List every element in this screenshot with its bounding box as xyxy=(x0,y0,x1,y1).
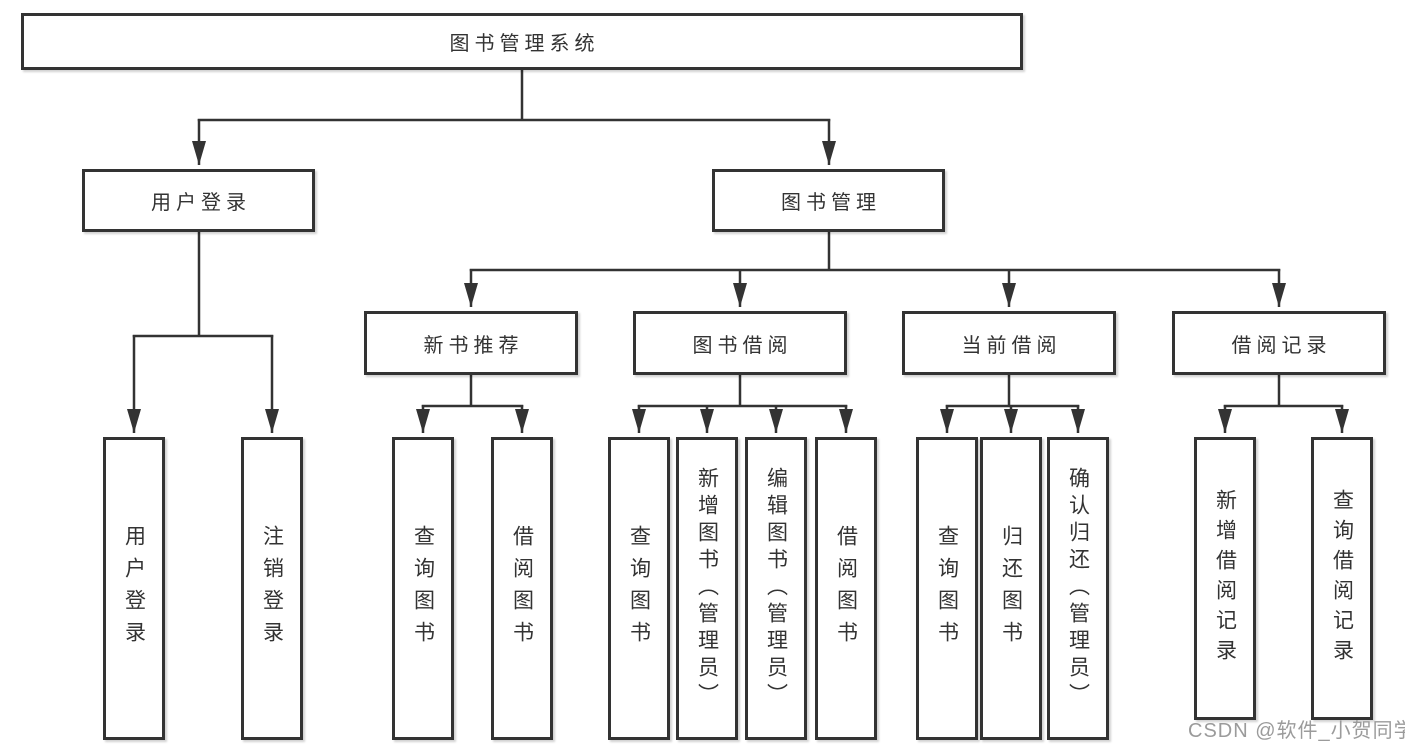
leaf-label: 确认归还（管理员） xyxy=(1066,467,1090,710)
leaf-label: 查询图书 xyxy=(627,524,651,653)
leaf-add-book-admin: 新增图书（管理员） xyxy=(676,437,738,740)
leaf-confirm-return-admin: 确认归还（管理员） xyxy=(1047,437,1109,740)
leaf-edit-book-admin: 编辑图书（管理员） xyxy=(745,437,807,740)
leaf-borrowing-query-book: 查询图书 xyxy=(608,437,670,740)
node-label: 图书管理系统 xyxy=(449,33,600,55)
node-label: 用户登录 xyxy=(151,192,251,214)
node-current-borrowing: 当前借阅 xyxy=(902,311,1116,375)
leaf-label: 新增图书（管理员） xyxy=(695,467,719,710)
leaf-label: 注销登录 xyxy=(260,524,284,653)
node-label: 借阅记录 xyxy=(1231,334,1332,357)
leaf-recommend-borrow-book: 借阅图书 xyxy=(491,437,553,740)
node-new-book-recommend: 新书推荐 xyxy=(364,311,578,375)
leaf-user-login: 用户登录 xyxy=(103,437,165,740)
node-label: 图书借阅 xyxy=(692,334,793,357)
csdn-watermark: CSDN @软件_小贺同学 xyxy=(1188,720,1405,742)
leaf-recommend-query-book: 查询图书 xyxy=(392,437,454,740)
leaf-label: 借阅图书 xyxy=(834,524,858,653)
leaf-label: 新增借阅记录 xyxy=(1213,488,1237,669)
leaf-label: 查询图书 xyxy=(935,524,959,653)
leaf-label: 查询图书 xyxy=(411,524,435,653)
node-label: 当前借阅 xyxy=(961,334,1062,357)
leaf-add-borrow-record: 新增借阅记录 xyxy=(1194,437,1256,720)
leaf-borrowing-borrow-book: 借阅图书 xyxy=(815,437,877,740)
node-book-borrowing: 图书借阅 xyxy=(633,311,847,375)
node-borrowing-records: 借阅记录 xyxy=(1172,311,1386,375)
node-library-management-system: 图书管理系统 xyxy=(21,13,1023,70)
leaf-logout-login: 注销登录 xyxy=(241,437,303,740)
node-book-management: 图书管理 xyxy=(712,169,945,232)
leaf-label: 归还图书 xyxy=(999,524,1023,653)
leaf-query-borrow-record: 查询借阅记录 xyxy=(1311,437,1373,720)
node-user-login: 用户登录 xyxy=(82,169,315,232)
leaf-label: 编辑图书（管理员） xyxy=(764,467,788,710)
leaf-return-book: 归还图书 xyxy=(980,437,1042,740)
node-label: 新书推荐 xyxy=(423,334,524,357)
leaf-label: 借阅图书 xyxy=(510,524,534,653)
leaf-label: 查询借阅记录 xyxy=(1330,488,1354,669)
leaf-label: 用户登录 xyxy=(122,524,146,653)
leaf-current-query-book: 查询图书 xyxy=(916,437,978,740)
node-label: 图书管理 xyxy=(781,192,881,214)
